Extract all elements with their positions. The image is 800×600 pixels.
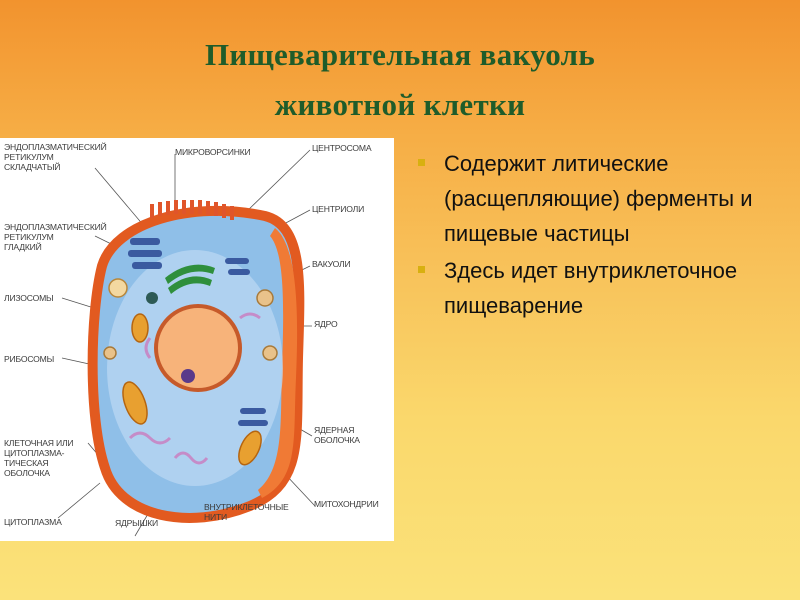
membrane-band (258, 228, 298, 498)
label-nucleus: Ядро (314, 319, 338, 329)
label-cytoplasm: Цитоплазма (4, 517, 62, 527)
label-centrioles: Центриоли (312, 204, 365, 214)
bullet-text-2: Здесь идет внутриклеточное пищеварение (444, 258, 738, 318)
bullet-item-2: Здесь идет внутриклеточное пищеварение (412, 253, 782, 323)
bullet-text-1: Содержит литические (расщепляющие) ферме… (444, 151, 753, 246)
bullet-square-icon (418, 266, 425, 273)
label-lysosomes: Лизосомы (4, 293, 54, 303)
label-microvilli: Микроворсинки (175, 147, 251, 157)
label-er-rough: Эндоплазматический ретикулум складчатый (4, 142, 107, 172)
animal-cell-diagram: Эндоплазматический ретикулум складчатый … (0, 138, 394, 541)
microvilli (150, 200, 234, 220)
nucleolus (181, 369, 195, 383)
golgi (165, 264, 215, 294)
cell-illustration (57, 149, 316, 537)
label-membrane: Клеточная или цитоплазма- тическая оболо… (4, 438, 74, 478)
label-filaments: Внутриклеточные нити (204, 502, 289, 522)
mitochondria (122, 313, 262, 466)
label-nucleoli: Ядрышки (115, 518, 159, 528)
title-line-1: Пищеварительная вакуоль (204, 37, 596, 72)
smooth-er (128, 312, 261, 465)
bullet-square-icon (418, 159, 425, 166)
vacuoles (103, 278, 278, 361)
label-vacuoles: Вакуоли (312, 259, 351, 269)
title-line-2: животной клетки (274, 87, 526, 122)
label-mitochondria: Митохондрии (314, 499, 379, 509)
rough-er (128, 238, 268, 426)
label-nuclear-envelope: Ядерная оболочка (314, 425, 360, 445)
label-centrosome: Центросома (312, 143, 372, 153)
label-ribosomes: Рибосомы (4, 354, 55, 364)
label-er-smooth: Эндоплазматический ретикулум гладкий (4, 222, 107, 252)
bullet-item-1: Содержит литические (расщепляющие) ферме… (412, 146, 782, 251)
slide-title: Пищеварительная вакуоль животной клетки (80, 30, 720, 130)
bullet-list: Содержит литические (расщепляющие) ферме… (412, 146, 782, 325)
nucleus (154, 304, 242, 392)
